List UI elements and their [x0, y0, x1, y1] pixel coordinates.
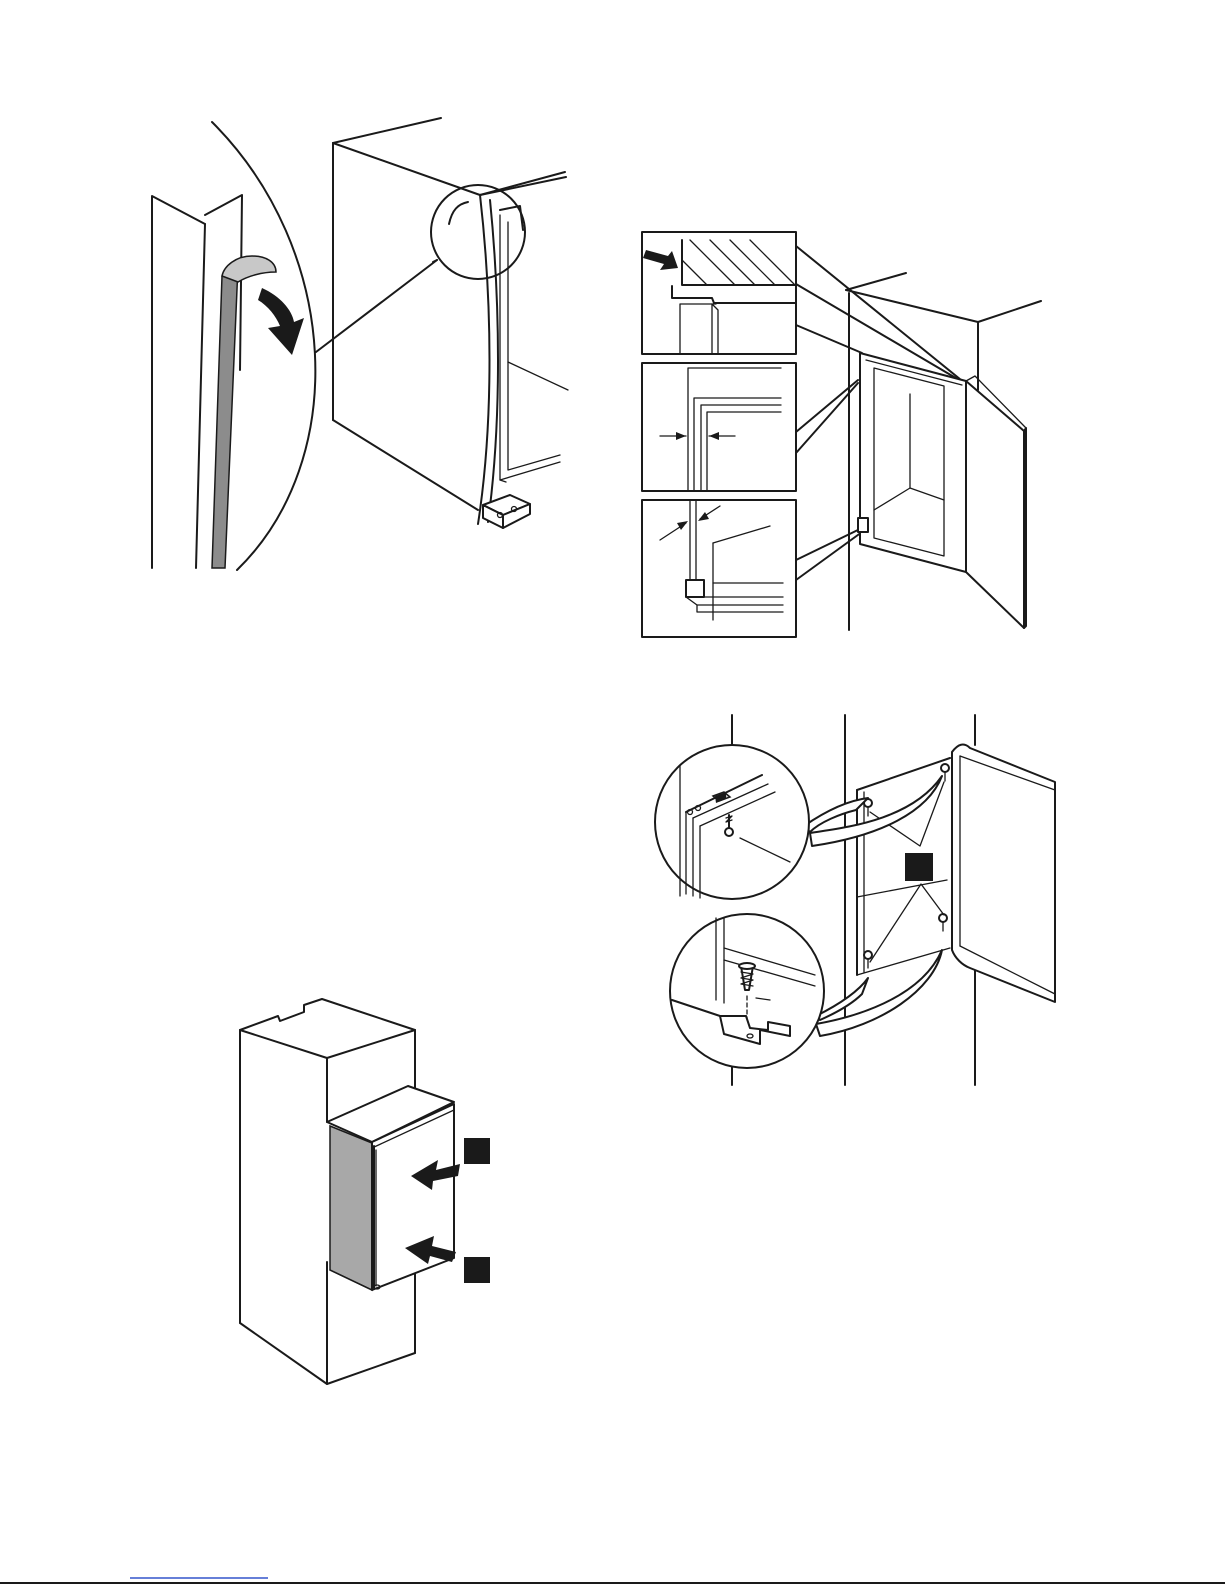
tape-peel [449, 202, 468, 224]
cabinet-carcass [333, 118, 568, 528]
figure-hinge-screws [655, 715, 1055, 1085]
callout-marker-icon [464, 1138, 490, 1164]
detail-box-middle [642, 363, 796, 491]
callout-marker-icon [905, 853, 933, 881]
screw-icon [939, 914, 947, 922]
screw-icon [864, 951, 872, 959]
detail-box-top [642, 232, 796, 354]
cabinet-open-door [846, 273, 1041, 630]
seal-tape [212, 266, 238, 568]
figure-push-into-niche [240, 999, 490, 1384]
detail-circle-top-hinge [655, 745, 809, 899]
cabinet-frame [857, 745, 1055, 1002]
figure-door-alignment [642, 232, 1041, 637]
tape-curl [222, 256, 276, 282]
detail-circle [431, 185, 525, 279]
detail-box-bottom [642, 500, 796, 637]
appliance [327, 1086, 454, 1290]
figure-tape-seal [152, 118, 568, 570]
curved-arrow-icon [258, 288, 304, 355]
screw-icon [941, 764, 949, 772]
side-panel [330, 1126, 372, 1290]
callout-marker-icon [464, 1257, 490, 1283]
detail-circle-bottom-hinge [670, 914, 824, 1068]
screw-icon [725, 828, 733, 836]
